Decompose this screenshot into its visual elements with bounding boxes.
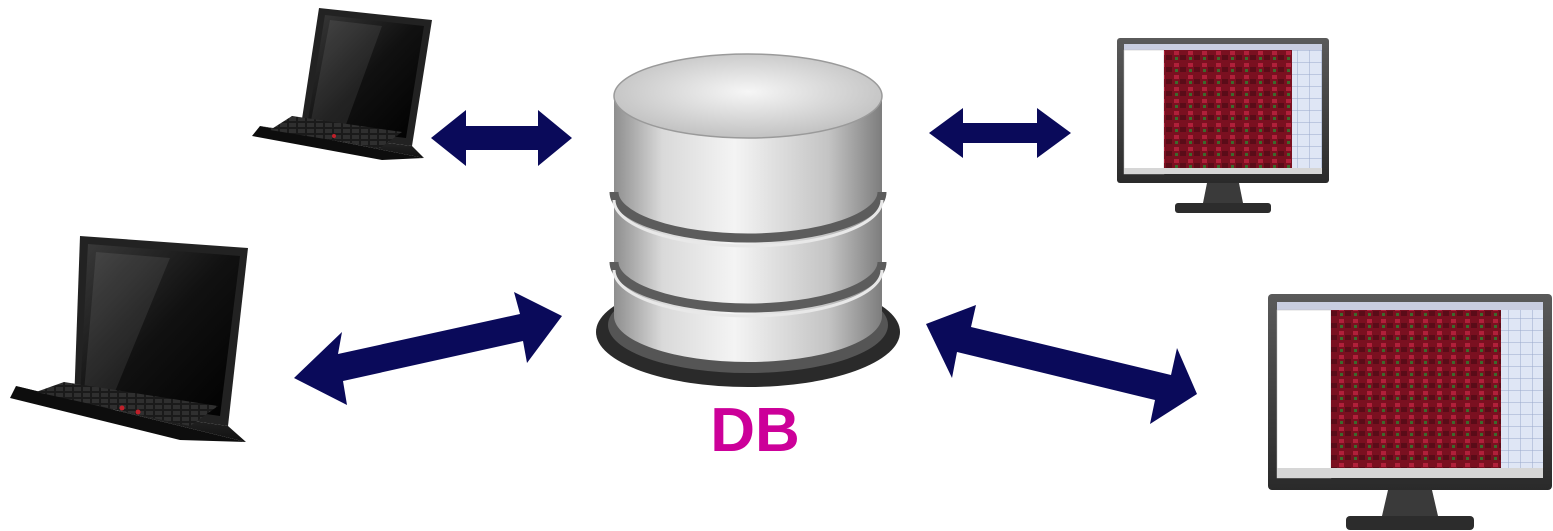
bidirectional-arrow-icon [929,108,1071,158]
bidirectional-arrow-icon [926,305,1197,424]
bidirectional-arrow-icon [294,292,562,405]
monitor-icon [1268,294,1552,530]
arrows-group [294,108,1197,424]
laptop-icon [10,236,248,442]
database-icon [596,53,900,387]
laptop-icon [252,8,432,160]
database-label: DB [710,396,800,465]
monitor-icon [1117,38,1329,213]
bidirectional-arrow-icon [431,110,572,166]
